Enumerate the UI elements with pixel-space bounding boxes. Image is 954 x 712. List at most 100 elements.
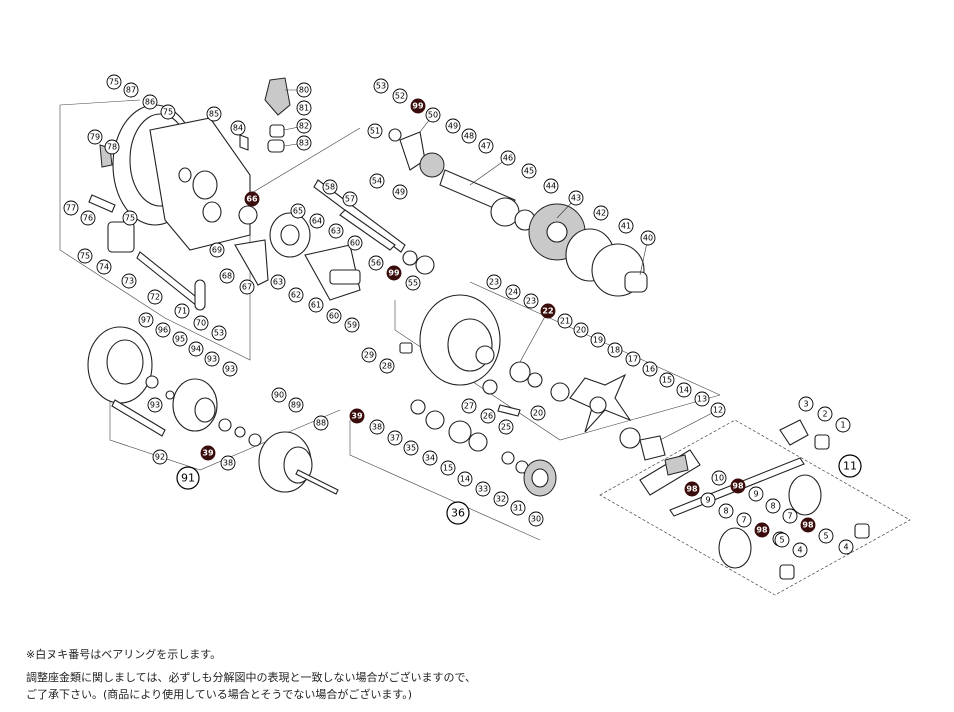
- callout-number: 65: [293, 207, 303, 216]
- callout-number: 95: [175, 335, 185, 344]
- part-callout-50: 50: [425, 107, 441, 123]
- part-callout-8: 8: [765, 498, 781, 514]
- callout-number: 76: [83, 214, 93, 223]
- part-callout-49: 49: [445, 118, 461, 134]
- part-callout-4: 4: [838, 539, 854, 555]
- callout-number: 54: [372, 177, 382, 186]
- part-callout-92: 92: [152, 449, 168, 465]
- callout-number: 31: [513, 504, 523, 513]
- callout-number: 91: [181, 472, 195, 485]
- callout-number: 38: [223, 459, 233, 468]
- assembly-callout-91: 91: [176, 466, 200, 490]
- part-callout-53: 53: [373, 78, 389, 94]
- part-callout-77: 77: [63, 200, 79, 216]
- part-callout-16: 16: [642, 361, 658, 377]
- part-callout-5: 5: [818, 528, 834, 544]
- callout-number: 15: [662, 376, 672, 385]
- callout-number: 15: [443, 464, 453, 473]
- callout-number: 20: [576, 326, 586, 335]
- spool-and-left-plate-parts: [87, 326, 339, 495]
- part-callout-14: 14: [457, 471, 473, 487]
- callout-number: 13: [697, 395, 707, 404]
- part-callout-84: 84: [230, 120, 246, 136]
- callout-number: 78: [107, 143, 117, 152]
- part-callout-14: 14: [676, 382, 692, 398]
- part-callout-93: 93: [222, 361, 238, 377]
- part-callout-40: 40: [640, 230, 656, 246]
- part-callout-30: 30: [528, 511, 544, 527]
- star-drag-parts: [410, 399, 557, 497]
- callout-number: 98: [802, 521, 814, 530]
- part-callout-95: 95: [172, 331, 188, 347]
- callout-number: 14: [679, 386, 689, 395]
- callout-number: 79: [90, 133, 100, 142]
- part-callout-60: 60: [347, 235, 363, 251]
- callout-number: 33: [478, 485, 488, 494]
- callout-number: 68: [222, 272, 232, 281]
- callout-number: 44: [546, 182, 556, 191]
- callout-number: 9: [753, 490, 758, 499]
- part-callout-39: 39: [349, 408, 365, 424]
- part-callout-66: 66: [244, 191, 260, 207]
- part-callout-64: 64: [309, 213, 325, 229]
- callout-number: 75: [109, 78, 119, 87]
- part-callout-96: 96: [155, 322, 171, 338]
- part-callout-20: 20: [530, 405, 546, 421]
- callout-number: 63: [331, 227, 341, 236]
- part-callout-25: 25: [498, 419, 514, 435]
- callout-number: 85: [209, 110, 219, 119]
- part-callout-72: 72: [147, 289, 163, 305]
- part-callout-98: 98: [730, 478, 746, 494]
- part-callout-20: 20: [573, 322, 589, 338]
- bearing-note: ※白ヌキ番号はベアリングを示します。: [26, 648, 222, 661]
- callout-number: 8: [770, 502, 775, 511]
- part-callout-53: 53: [211, 325, 227, 341]
- callout-number: 75: [80, 252, 90, 261]
- part-callout-80: 80: [296, 82, 312, 98]
- callout-number: 8: [723, 507, 728, 516]
- part-callout-79: 79: [87, 129, 103, 145]
- part-callout-75: 75: [160, 104, 176, 120]
- part-callout-2: 2: [817, 406, 833, 422]
- part-callout-47: 47: [478, 138, 494, 154]
- callout-number: 49: [448, 122, 458, 131]
- part-callout-90: 90: [271, 387, 287, 403]
- part-callout-75: 75: [106, 74, 122, 90]
- callout-number: 50: [428, 111, 438, 120]
- callout-number: 73: [124, 277, 134, 286]
- part-callout-15: 15: [659, 372, 675, 388]
- callout-number: 39: [202, 449, 214, 458]
- part-callout-86: 86: [142, 94, 158, 110]
- part-callout-99: 99: [410, 98, 426, 114]
- callout-number: 2: [822, 410, 827, 419]
- callout-number: 99: [412, 102, 424, 111]
- part-callout-48: 48: [461, 128, 477, 144]
- callout-number: 24: [508, 288, 518, 297]
- part-callout-33: 33: [475, 481, 491, 497]
- part-callout-59: 59: [344, 317, 360, 333]
- part-callout-67: 67: [239, 279, 255, 295]
- part-callout-18: 18: [607, 342, 623, 358]
- callout-number: 62: [291, 291, 301, 300]
- part-callout-98: 98: [754, 522, 770, 538]
- part-callout-38: 38: [220, 455, 236, 471]
- callout-number: 60: [329, 312, 339, 321]
- callout-number: 89: [291, 401, 301, 410]
- part-callout-58: 58: [322, 179, 338, 195]
- part-callout-39: 39: [200, 445, 216, 461]
- callout-number: 36: [451, 507, 465, 520]
- callout-number: 86: [145, 98, 155, 107]
- part-callout-73: 73: [121, 273, 137, 289]
- part-callout-94: 94: [188, 341, 204, 357]
- callout-number: 27: [464, 402, 474, 411]
- callout-number: 40: [643, 234, 653, 243]
- washer-note-line-1: 調整座金類に関しましては、必ずしも分解図中の表現と一致しない場合がございますので…: [26, 671, 477, 684]
- part-callout-23: 23: [486, 274, 502, 290]
- callout-number: 18: [610, 346, 620, 355]
- callout-number: 19: [593, 336, 603, 345]
- callout-number: 3: [803, 400, 808, 409]
- exploded-parts-diagram: 7587867585848081828379787776757574737271…: [59, 74, 911, 596]
- part-callout-17: 17: [625, 351, 641, 367]
- part-callout-63: 63: [328, 223, 344, 239]
- callout-number: 71: [177, 307, 187, 316]
